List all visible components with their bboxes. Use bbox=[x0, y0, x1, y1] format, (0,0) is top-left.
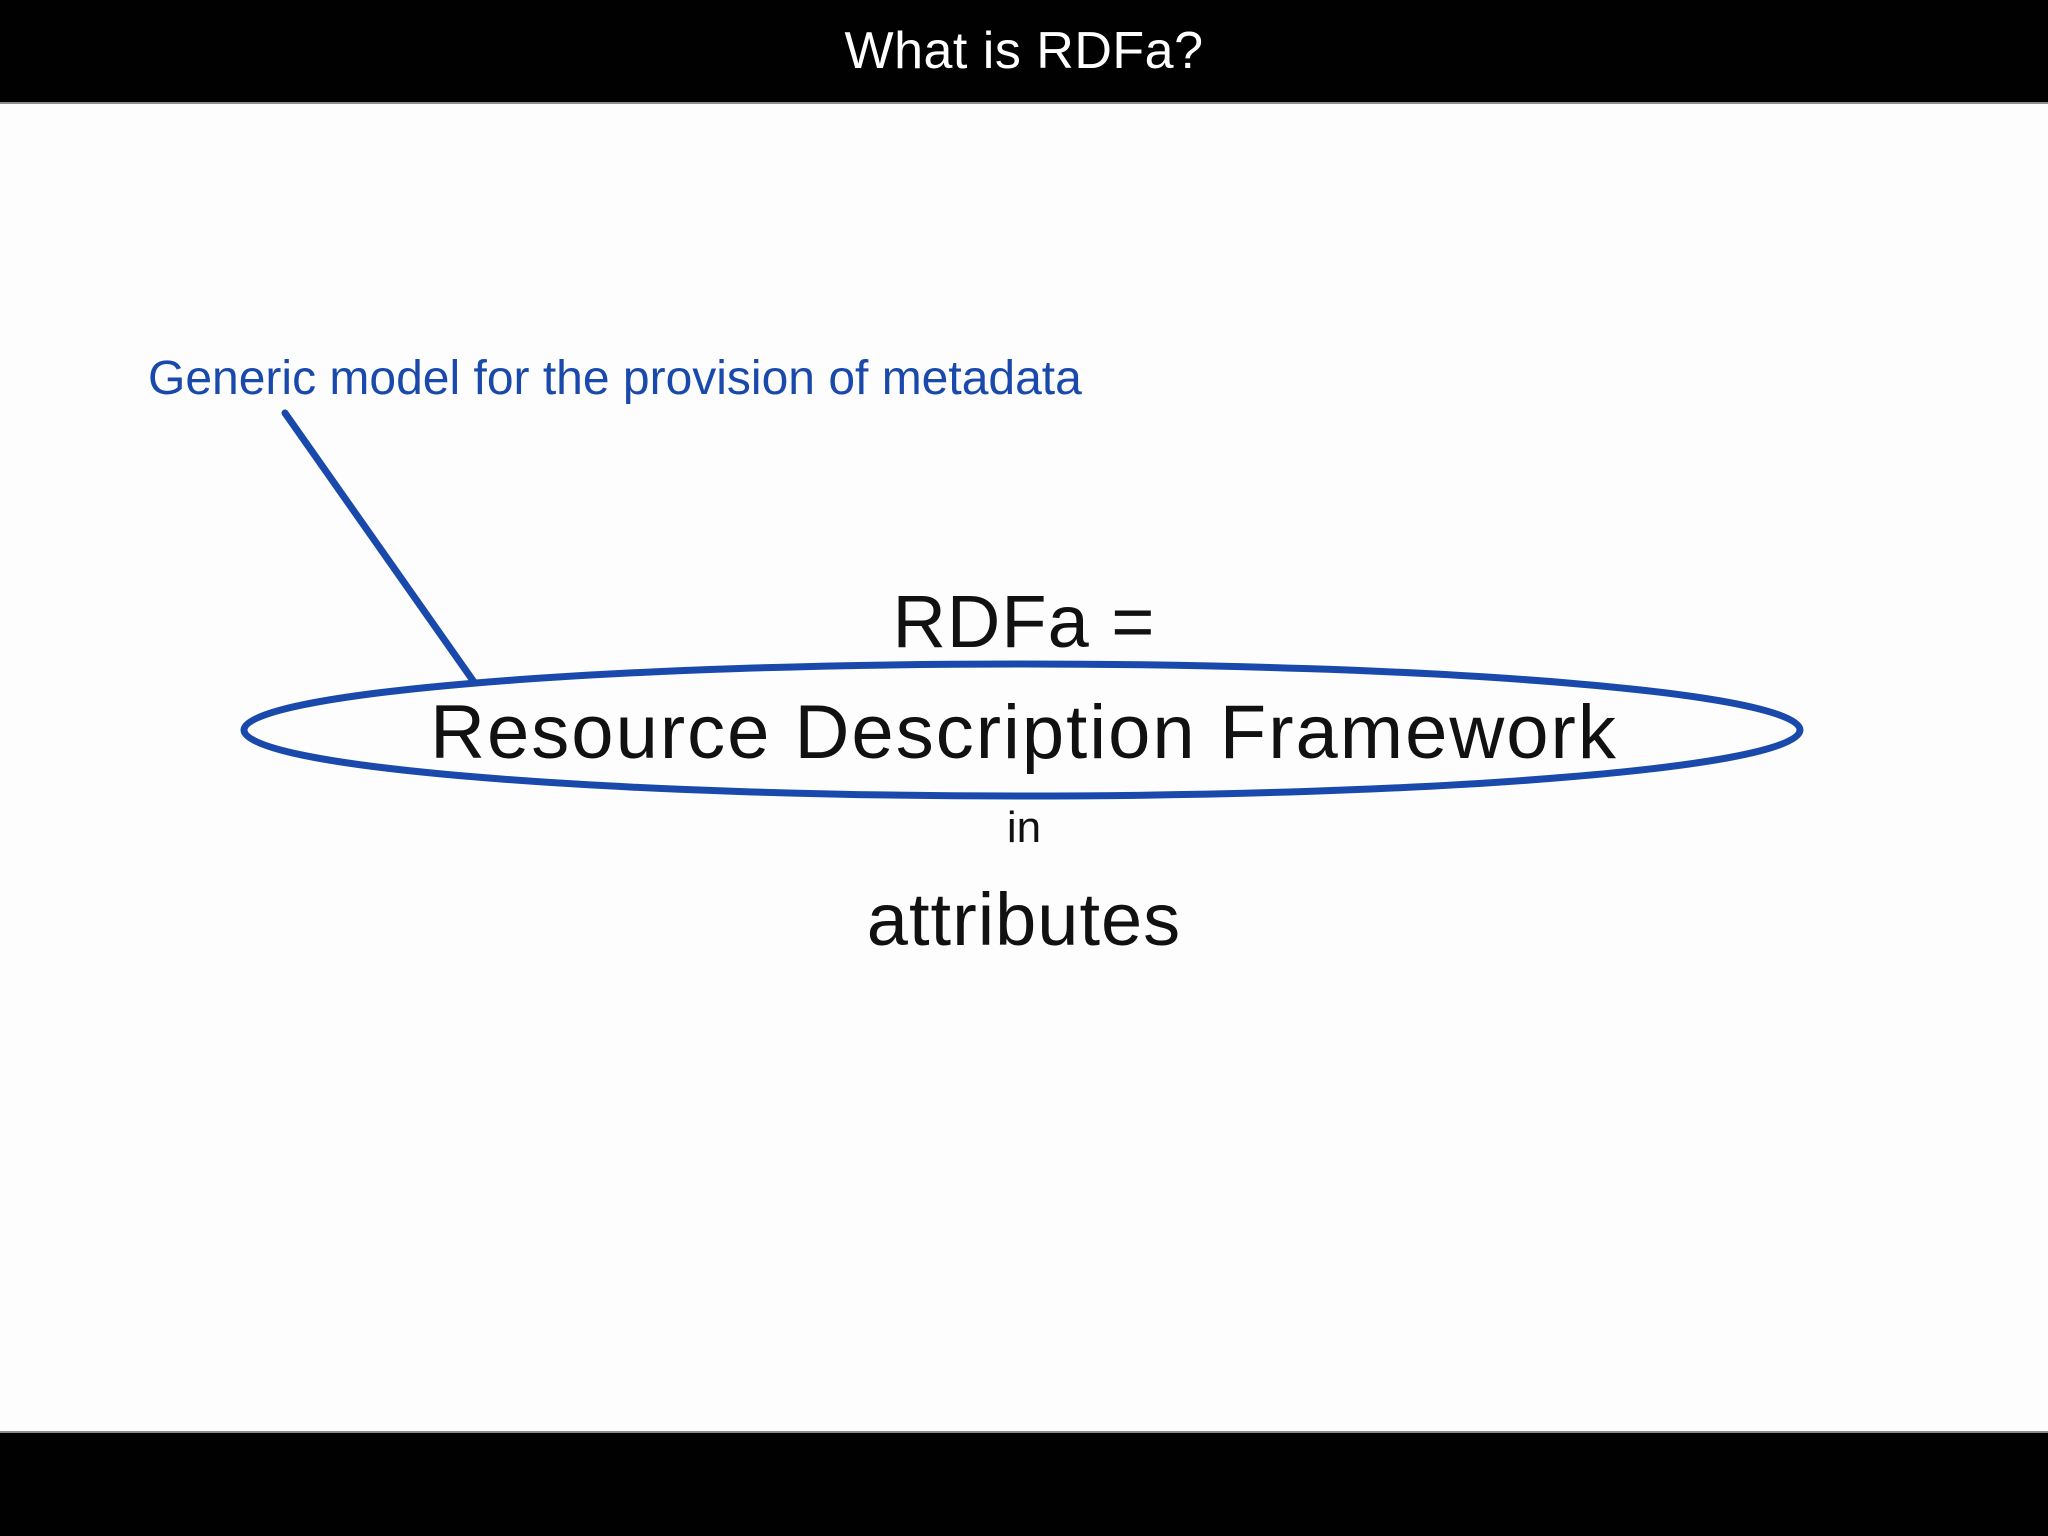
circled-text: Resource Description Framework bbox=[430, 690, 1618, 775]
equation-lhs-text: RDFa = bbox=[892, 580, 1156, 663]
emphasis-word: attributes bbox=[866, 878, 1182, 961]
top-title-bar: What is RDFa? bbox=[0, 0, 2048, 104]
connector-word: in bbox=[1006, 803, 1042, 852]
bottom-bar bbox=[0, 1431, 2048, 1536]
annotation-text: Generic model for the provision of metad… bbox=[148, 352, 1082, 405]
slide-title: What is RDFa? bbox=[844, 22, 1204, 80]
